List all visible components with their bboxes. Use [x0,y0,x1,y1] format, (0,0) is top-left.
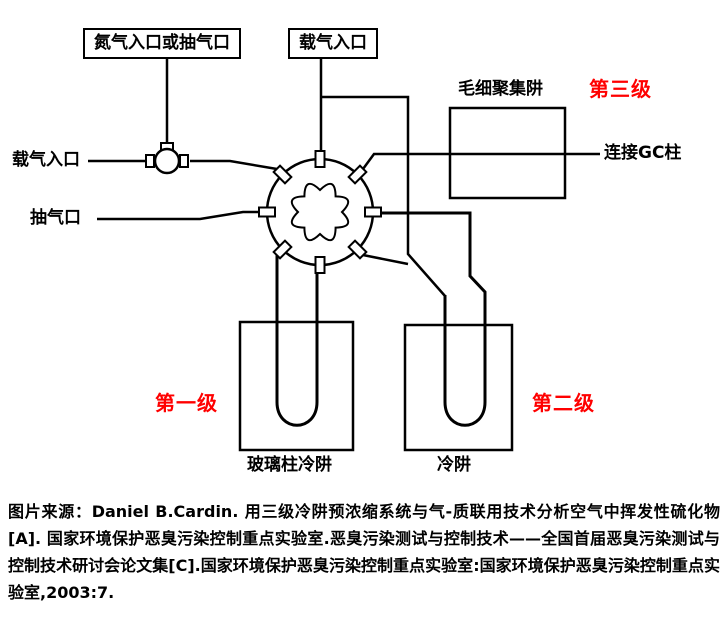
cold-trap-label: 冷阱 [437,455,471,475]
pump-line [97,210,261,221]
branch-line [321,95,446,297]
trap1-box [238,320,355,452]
valve-port-bottom [314,256,326,274]
inlet-valve [145,142,189,175]
valve-ports [258,150,382,274]
valve-port-upper-left [272,164,293,185]
gc-column-label: 连接GC柱 [604,143,682,163]
capillary-trap-label: 毛细聚集阱 [458,79,543,99]
tubing-lines [88,57,600,297]
carrier-gas-top-label: 载气入口 [288,28,378,60]
preconcentration-diagram [88,57,600,452]
valve-port-lower-right [347,239,368,260]
gc-line [361,152,600,170]
pump-port-label: 抽气口 [30,208,81,228]
valve-port-left [258,206,276,218]
trap2-box [403,323,514,452]
valve-port-top [314,150,326,168]
rotary-valve [258,150,382,274]
trap-tubes [275,211,487,427]
inlet-valve-outlet-line [190,159,278,171]
stage3-label: 第三级 [589,77,652,101]
trap2-utube [380,211,487,427]
valve-port-lower-left [272,239,293,260]
valve-port-right [364,206,382,218]
capillary-trap-box [448,106,567,200]
valve-port-upper-right [347,164,368,185]
port-stub-line [362,253,409,266]
inlet-valve-right-fitting [179,154,189,168]
inlet-valve-left-fitting [145,154,155,168]
valve-rotor [290,182,350,242]
figure-source-caption: 图片来源：Daniel B.Cardin. 用三级冷阱预浓缩系统与气-质联用技术… [8,502,720,602]
carrier-gas-left-label: 载气入口 [12,150,80,170]
nitrogen-inlet-label: 氮气入口或抽气口 [83,28,241,60]
stage1-label: 第一级 [155,391,218,415]
stage2-label: 第二级 [532,391,595,415]
trap1-utube [275,255,319,427]
inlet-valve-body [153,147,181,175]
glass-column-trap-label: 玻璃柱冷阱 [247,455,332,475]
